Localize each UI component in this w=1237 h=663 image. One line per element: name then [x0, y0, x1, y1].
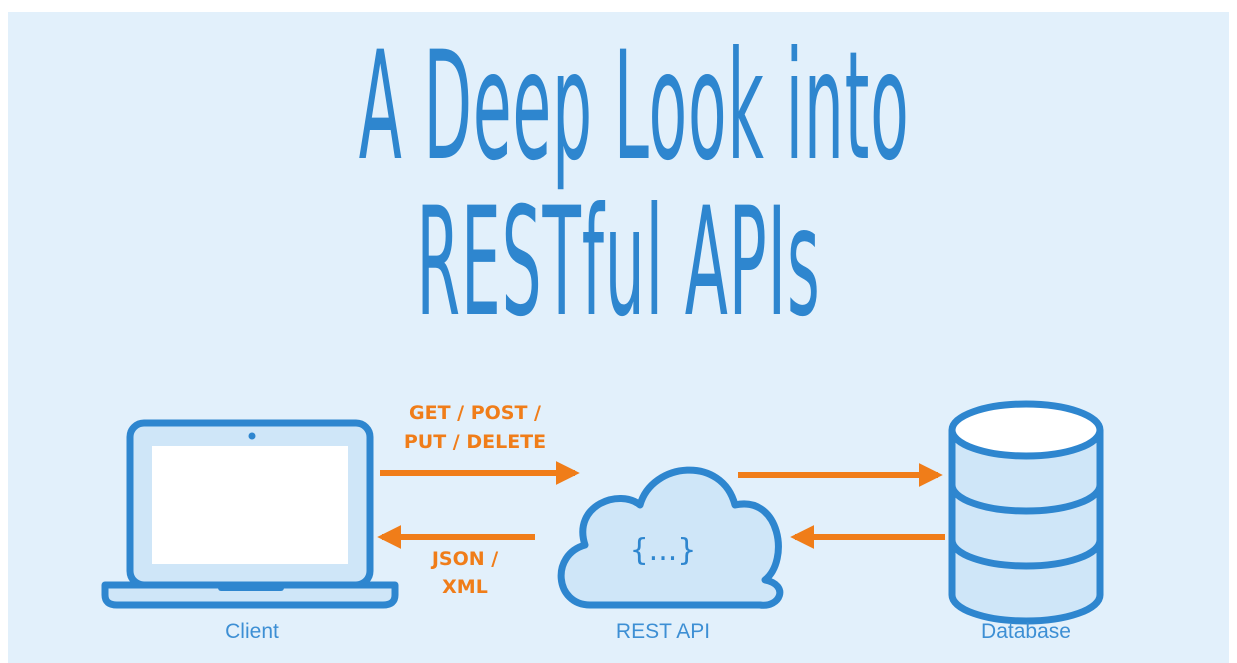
- request-methods-line-2: PUT / DELETE: [404, 431, 546, 453]
- response-formats-line-1: JSON /: [430, 548, 498, 570]
- request-methods-line-1: GET / POST /: [409, 402, 541, 424]
- title-line-2: RESTful APIs: [416, 176, 821, 350]
- database-icon: [948, 400, 1104, 625]
- response-formats-line-2: XML: [442, 576, 488, 598]
- title-line-1: A Deep Look into: [358, 20, 910, 194]
- rest-api-label: REST API: [616, 620, 710, 643]
- laptop-icon: [101, 419, 399, 609]
- client-label: Client: [225, 620, 279, 643]
- cloud-icon: {...}: [557, 466, 784, 609]
- database-label: Database: [981, 620, 1071, 643]
- cloud-braces: {...}: [630, 533, 697, 568]
